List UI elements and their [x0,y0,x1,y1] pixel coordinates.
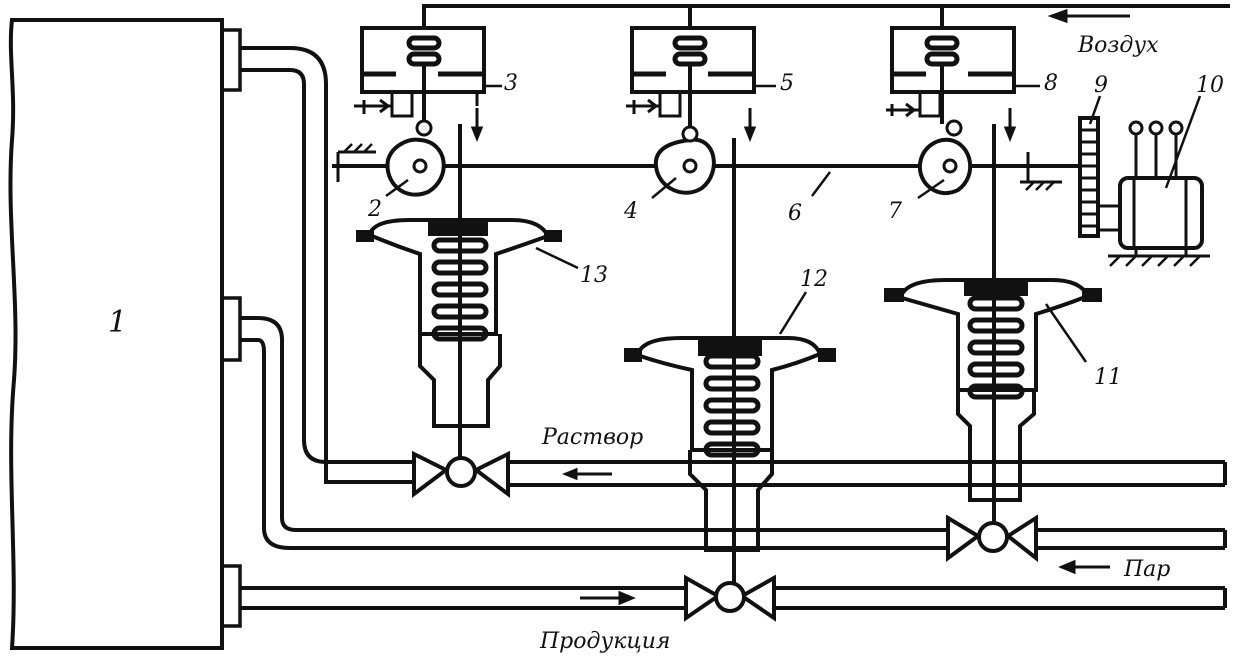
label-product: Продукция [539,629,670,654]
leader-lines [385,84,1202,363]
label-2: 2 [367,197,382,222]
label-12: 12 [800,267,828,292]
label-8: 8 [1044,71,1058,96]
label-13: 13 [580,263,608,288]
valve-product [684,574,776,622]
air-line [422,4,1230,28]
label-11: 11 [1094,365,1122,390]
label-3: 3 [504,71,518,96]
label-steam: Пар [1123,557,1170,582]
actuator-12 [624,138,836,588]
steam-pipe [240,316,1227,550]
actuator-11 [884,124,1102,526]
label-4: 4 [623,199,638,224]
gear-9 [1078,116,1100,238]
cam-4 [653,125,716,195]
relay-5 [626,26,756,130]
flow-arrows [470,8,1130,606]
relay-8 [886,26,1016,124]
label-7: 7 [888,199,902,224]
label-5: 5 [780,71,794,96]
valve-steam [946,514,1038,563]
product-pipe [240,586,1227,610]
label-tank-1: 1 [108,305,127,340]
label-9: 9 [1094,73,1108,98]
relay-3 [354,26,486,124]
cam-2 [385,119,446,197]
solution-pipe [240,46,1227,487]
label-air: Воздух [1077,33,1159,58]
tank-1 [8,18,242,650]
valve-solution [412,450,510,498]
actuator-13 [356,124,562,462]
label-10: 10 [1196,73,1224,98]
motor-10 [1096,120,1210,267]
label-6: 6 [788,201,802,226]
cam-7 [917,119,973,196]
label-solution: Раствор [541,425,643,450]
